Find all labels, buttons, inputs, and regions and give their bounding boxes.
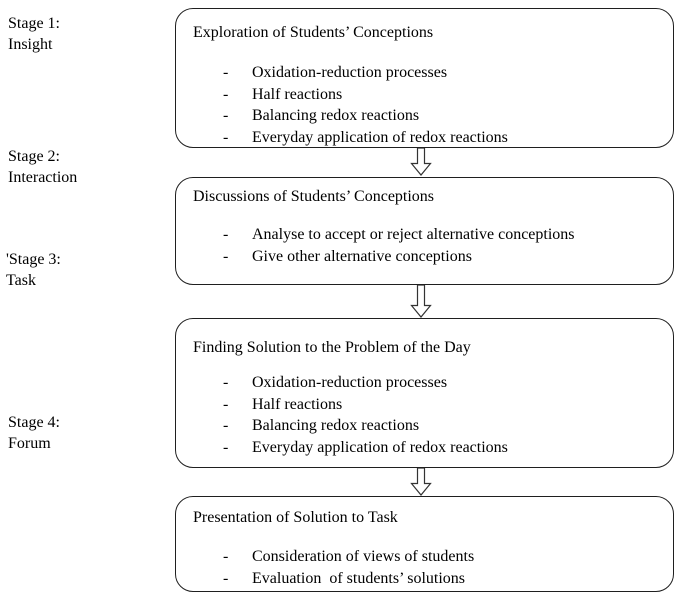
stage-label-line2: Insight xyxy=(8,36,53,53)
bullet-row: - Analyse to accept or reject alternative… xyxy=(176,224,673,246)
bullet-row: - Balancing redox reactions xyxy=(176,105,673,127)
bullet-list: - Oxidation-reduction processes - Half reac… xyxy=(176,372,673,458)
bullet-text: Balancing redox reactions xyxy=(252,417,420,434)
bullet-list: - Consideration of views of students - Eval… xyxy=(176,546,673,589)
box-title: Discussions of Students’ Conceptions xyxy=(193,188,435,205)
bullet-row: - Half reactions xyxy=(176,84,673,106)
stage-label-line1: Stage 1: xyxy=(8,15,60,32)
bullet-text: Oxidation-reduction processes xyxy=(252,374,448,391)
bullet-dash-marker: - xyxy=(223,107,229,124)
stage-label-interaction: Stage 2: Interaction xyxy=(8,146,77,188)
down-arrow-icon xyxy=(410,468,432,496)
stage-label-task: 'Stage 3: Task xyxy=(6,249,61,291)
bullet-dash-marker: - xyxy=(223,64,229,81)
flow-box-discussions: Discussions of Students’ Conceptions - An… xyxy=(175,177,674,285)
bullet-text: Everyday application of redox reactions xyxy=(252,128,508,146)
bullet-list: - Oxidation-reduction processes - Half reac… xyxy=(176,62,673,148)
down-arrow-icon xyxy=(410,148,432,176)
bullet-dash-marker: - xyxy=(223,128,229,146)
flow-box-finding-solution: Finding Solution to the Problem of the D… xyxy=(175,318,674,468)
stage-label-line1: Stage 4: xyxy=(8,414,60,431)
bullet-dash-marker: - xyxy=(223,374,229,391)
bullet-text: Analyse to accept or reject alternative … xyxy=(252,226,575,243)
flow-box-exploration: Exploration of Students’ Conceptions - Ox… xyxy=(175,8,674,148)
bullet-text: Give other alternative conceptions xyxy=(252,247,472,265)
bullet-row: - Everyday application of redox reactions xyxy=(176,127,673,148)
bullet-text: Half reactions xyxy=(252,395,343,413)
box-title: Finding Solution to the Problem of the D… xyxy=(193,339,471,356)
bullet-row: - Oxidation-reduction processes xyxy=(176,372,673,394)
bullet-row: - Everyday application of redox reactions xyxy=(176,437,673,459)
bullet-row: - Evaluation of students’ solutions xyxy=(176,568,673,590)
down-arrow-icon xyxy=(410,285,432,318)
bullet-dash-marker: - xyxy=(223,417,229,434)
bullet-dash-marker: - xyxy=(223,247,229,265)
bullet-dash-marker: - xyxy=(223,395,229,413)
bullet-text: Half reactions xyxy=(252,85,343,103)
bullet-list: - Analyse to accept or reject alternative… xyxy=(176,224,673,267)
box-title: Exploration of Students’ Conceptions xyxy=(193,24,434,41)
stage-label-line1: 'Stage 3: xyxy=(6,251,61,268)
stage-label-line2: Task xyxy=(6,272,36,289)
bullet-dash-marker: - xyxy=(223,438,229,456)
bullet-row: - Half reactions xyxy=(176,394,673,416)
bullet-dash-marker: - xyxy=(223,569,229,587)
flow-box-presentation: Presentation of Solution to Task - Consid… xyxy=(175,496,674,592)
bullet-row: - Give other alternative conceptions xyxy=(176,246,673,268)
bullet-text: Everyday application of redox reactions xyxy=(252,438,508,456)
bullet-dash-marker: - xyxy=(223,548,229,565)
bullet-text: Evaluation of students’ solutions xyxy=(252,569,466,587)
stage-label-forum: Stage 4: Forum xyxy=(8,412,60,454)
bullet-text: Oxidation-reduction processes xyxy=(252,64,448,81)
stage-label-line2: Forum xyxy=(8,435,51,452)
bullet-row: - Balancing redox reactions xyxy=(176,415,673,437)
bullet-dash-marker: - xyxy=(223,85,229,103)
bullet-text: Consideration of views of students xyxy=(252,548,475,565)
bullet-dash-marker: - xyxy=(223,226,229,243)
bullet-row: - Consideration of views of students xyxy=(176,546,673,568)
stage-label-line2: Interaction xyxy=(8,169,78,186)
bullet-row: - Oxidation-reduction processes xyxy=(176,62,673,84)
stage-label-insight: Stage 1: Insight xyxy=(8,13,60,55)
stage-label-line1: Stage 2: xyxy=(8,148,60,165)
box-title: Presentation of Solution to Task xyxy=(193,509,398,526)
bullet-text: Balancing redox reactions xyxy=(252,107,420,124)
